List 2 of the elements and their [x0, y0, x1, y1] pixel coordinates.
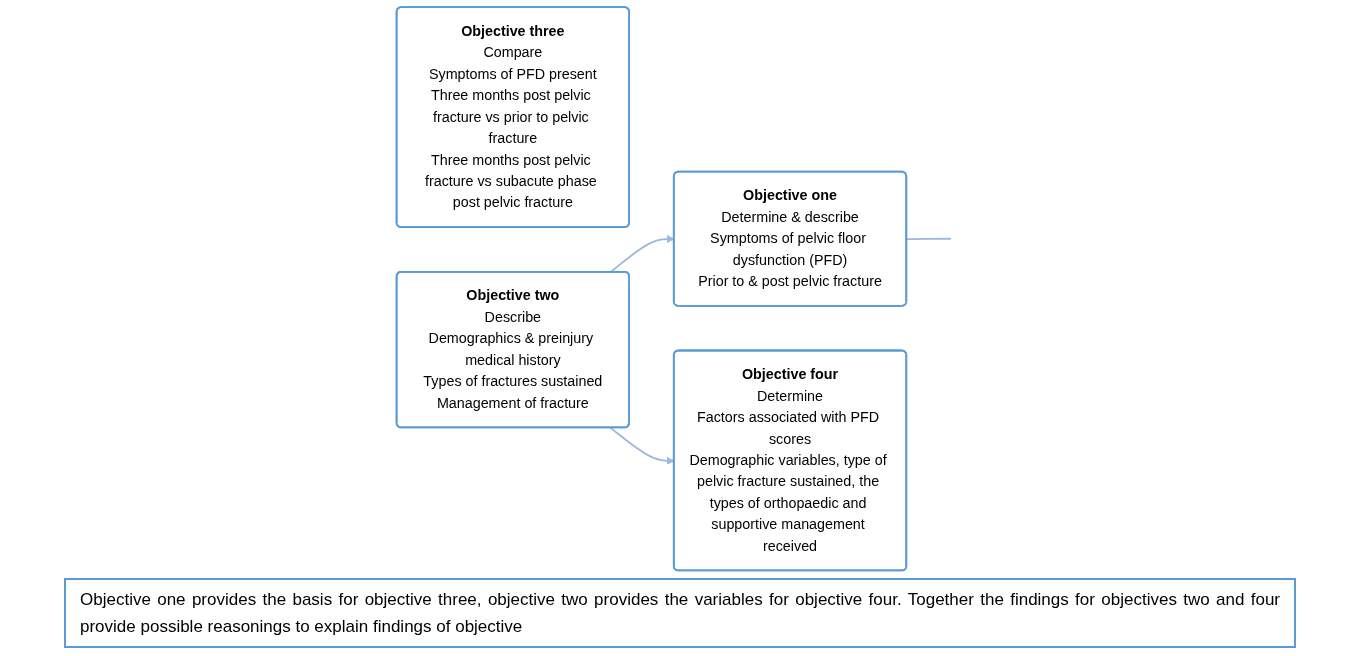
connector [905, 237, 952, 241]
caption-note: Objective one provides the basis for objective three, objective two provides the variables for objective four. Together the findings for objectives two and four provide possible reasonings to explain findings of objective [64, 577, 1296, 648]
